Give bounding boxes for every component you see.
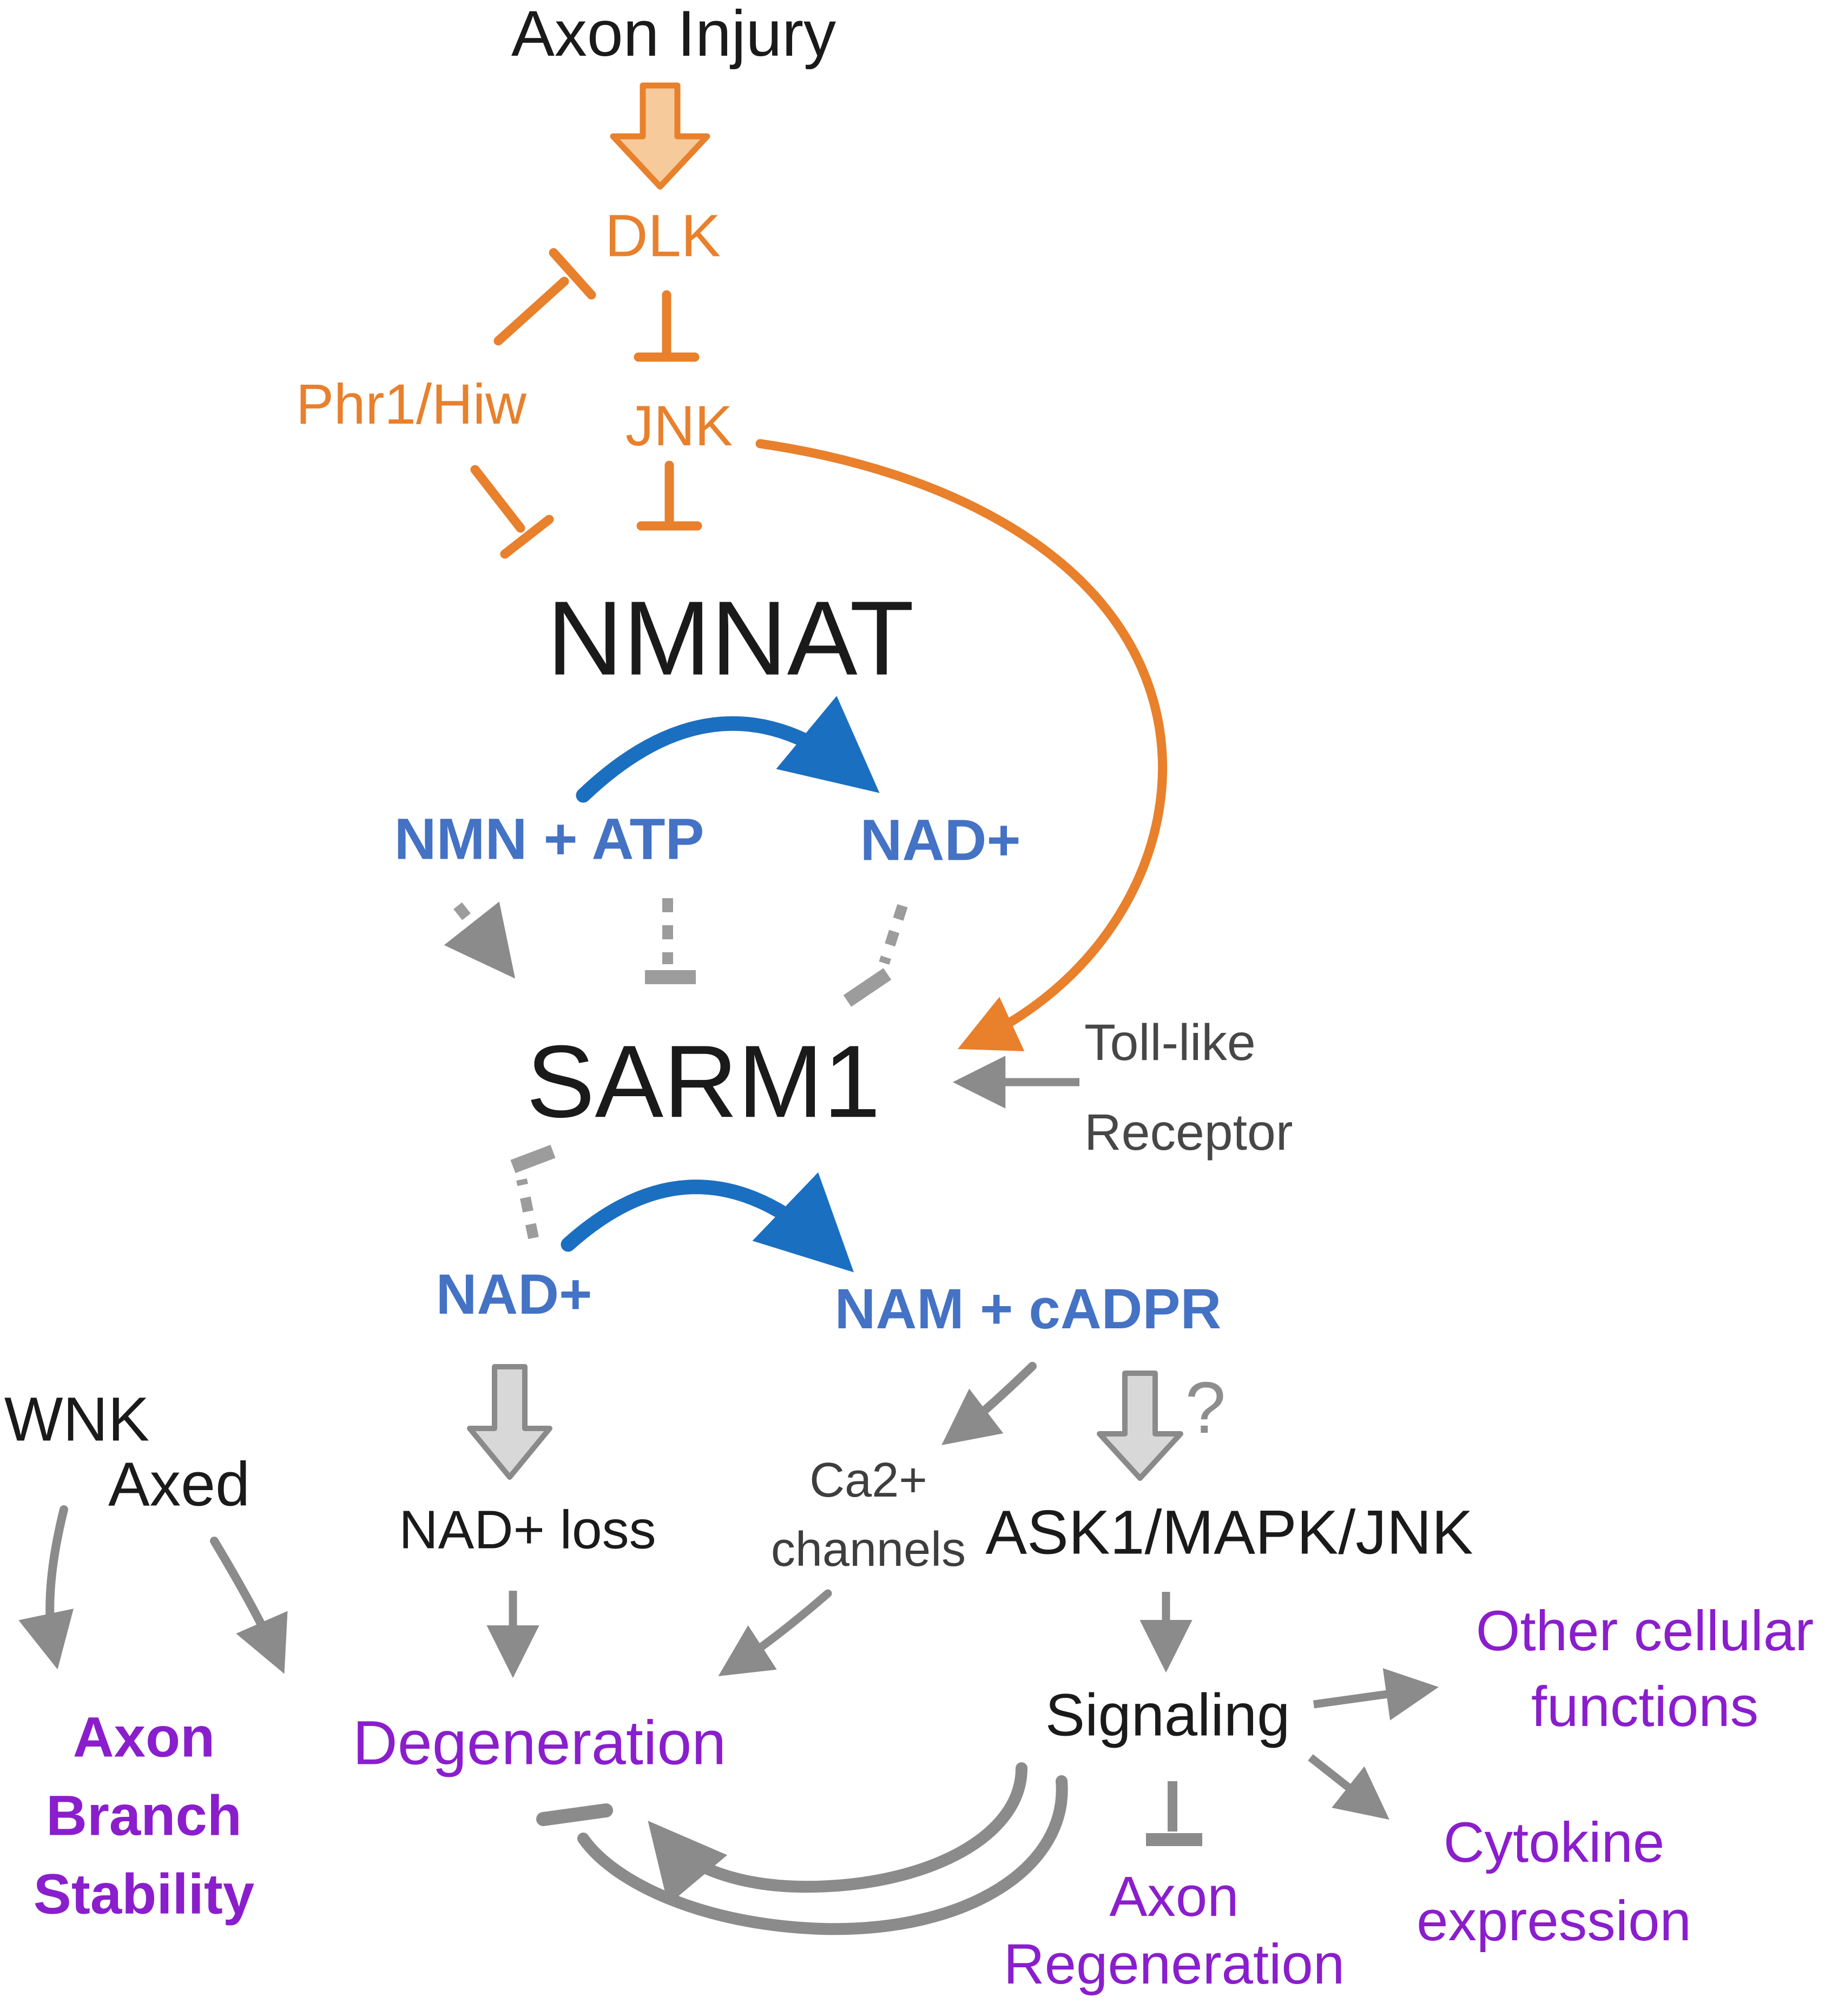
arrow-signaling-to-cytokine xyxy=(1308,1754,1389,1820)
node-ca2-channels: Ca2+ channels xyxy=(771,1446,966,1584)
ocf-line1: Other cellular xyxy=(1475,1599,1814,1663)
cyt-line1: Cytokine xyxy=(1443,1811,1665,1874)
node-ask1-mapk-jnk: ASK1/MAPK/JNK xyxy=(985,1498,1473,1567)
node-sarm1: SARM1 xyxy=(526,1024,881,1139)
arrow-jnk-to-sarm1 xyxy=(755,439,1168,1051)
uncertainty-question-mark: ? xyxy=(1185,1367,1226,1449)
node-phr1-hiw: Phr1/Hiw xyxy=(296,372,526,436)
ocf-line2: functions xyxy=(1531,1675,1759,1738)
arrow-wnk-to-branchstability xyxy=(18,1505,74,1670)
node-axon-injury: Axon Injury xyxy=(511,0,836,70)
arrow-namcadpr-to-cachannels xyxy=(941,1362,1037,1445)
node-axon-regeneration: Axon Regeneration xyxy=(1004,1863,1345,1998)
abs-line1: Axon xyxy=(73,1705,215,1769)
dashed-arrow-nmn-to-sarm1 xyxy=(444,901,516,979)
node-nad-bottom: NAD+ xyxy=(436,1262,592,1326)
inhibitor-phr1hiw-to-dlk xyxy=(493,248,596,346)
node-nmnat: NMNAT xyxy=(546,579,914,697)
arc-nmnat-reaction xyxy=(576,696,880,803)
cyt-line2: expression xyxy=(1417,1889,1691,1953)
node-other-cellular-functions: Other cellular functions xyxy=(1476,1593,1814,1745)
node-toll-like-receptor: Toll-like Receptor xyxy=(1084,998,1293,1177)
node-nmn-atp: NMN + ATP xyxy=(394,806,704,872)
arrow-signaling-to-othercellular xyxy=(1313,1668,1439,1721)
dashed-inhibitor-nadtop-to-sarm1 xyxy=(843,904,908,1007)
node-nad-loss: NAD+ loss xyxy=(399,1499,656,1560)
node-dlk: DLK xyxy=(605,202,721,269)
ar-line1: Axon xyxy=(1109,1865,1239,1928)
inhibitor-phr1hiw-to-nmnat xyxy=(470,465,554,559)
inhibitor-jnk-to-nmnat xyxy=(636,460,702,531)
node-nad-top: NAD+ xyxy=(860,807,1021,873)
ar-line2: Regeneration xyxy=(1003,1933,1345,1996)
block-arrow-nad-to-nadloss xyxy=(467,1364,552,1480)
inhibitor-signaling-to-axonregeneration xyxy=(1146,1781,1202,1846)
arc-signaling-to-degeneration-inhibition xyxy=(536,1775,1068,1935)
node-nam-cadpr: NAM + cADPR xyxy=(834,1277,1222,1341)
node-signaling: Signaling xyxy=(1045,1682,1290,1749)
abs-line3: Stability xyxy=(33,1862,255,1926)
node-axed: Axed xyxy=(108,1450,251,1519)
node-cytokine-expression: Cytokine expression xyxy=(1417,1803,1691,1960)
node-axon-branch-stability: Axon Branch Stability xyxy=(34,1698,254,1934)
abs-line2: Branch xyxy=(46,1784,242,1848)
ca2-line2: channels xyxy=(770,1523,966,1577)
arc-signaling-to-degeneration-activation xyxy=(648,1762,1027,1905)
arc-sarm1-reaction xyxy=(561,1172,854,1273)
toll-like-line2: Receptor xyxy=(1084,1104,1293,1161)
ca2-line1: Ca2+ xyxy=(809,1453,927,1507)
dashed-inhibitor-nadbottom-to-sarm1 xyxy=(510,1144,556,1239)
arrow-axed-to-degeneration xyxy=(210,1537,288,1674)
arrow-cachannels-to-degeneration xyxy=(718,1589,832,1676)
node-jnk: JNK xyxy=(625,394,733,458)
block-arrow-cadpr-to-ask1 xyxy=(1097,1371,1183,1481)
node-wnk: WNK xyxy=(4,1385,150,1454)
dashed-inhibitor-atp-to-sarm1 xyxy=(645,898,696,984)
inhibitor-dlk-to-jnk xyxy=(634,290,700,362)
arrow-axon-injury-to-dlk xyxy=(610,82,710,190)
toll-like-line1: Toll-like xyxy=(1084,1014,1256,1071)
node-degeneration: Degeneration xyxy=(352,1708,727,1778)
